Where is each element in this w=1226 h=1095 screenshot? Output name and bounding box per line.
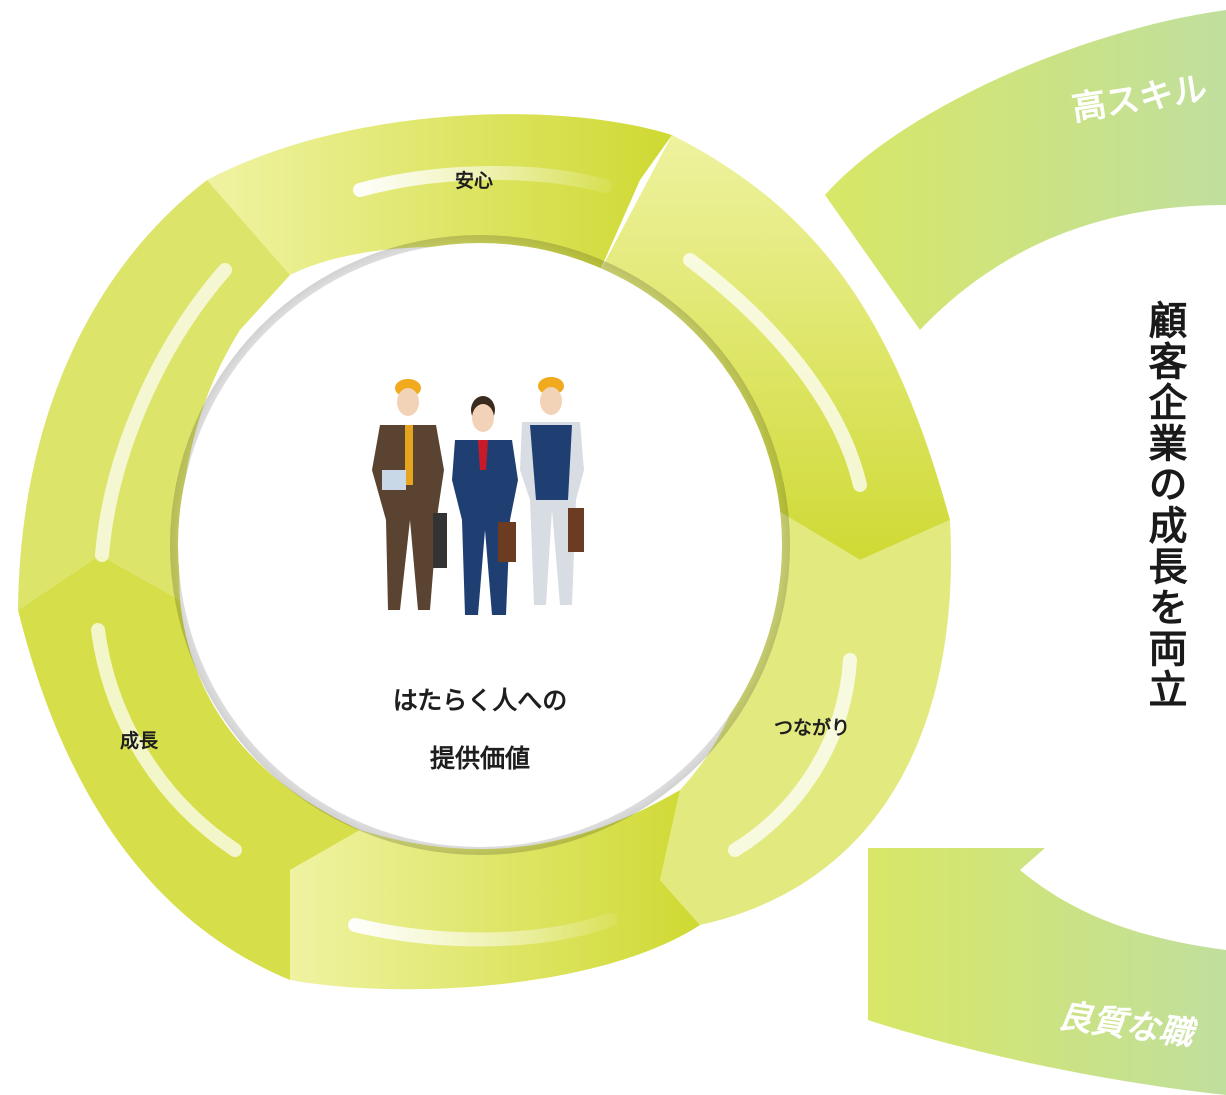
center-title-line1: はたらく人への	[392, 686, 568, 715]
segment-label-seichou: 成長	[120, 730, 159, 752]
segment-label-tsunagari: つながり	[774, 717, 851, 739]
arrow-bottom	[868, 848, 1226, 1095]
ring-segment-right-lower	[660, 500, 952, 925]
vertical-title: 顧客企業の成長を両立	[1142, 300, 1187, 710]
center-title-line2: 提供価値	[429, 744, 530, 773]
ring-segment-right-upper	[598, 135, 950, 560]
ring-segment-top	[207, 114, 672, 275]
ring-highlights	[91, 166, 867, 947]
ring-segment-left-upper	[18, 180, 290, 610]
segment-label-anshin: 安心	[455, 170, 494, 192]
arrow-top	[825, 10, 1226, 330]
ring	[18, 114, 952, 990]
workers-illustration-icon	[372, 377, 584, 615]
center-title: はたらく人への 提供価値	[330, 672, 630, 788]
